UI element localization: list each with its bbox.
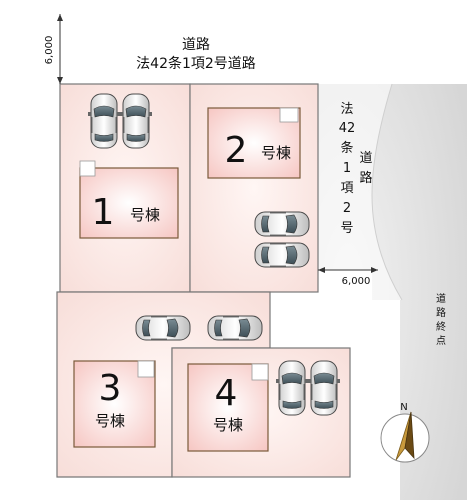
car-2b — [254, 242, 310, 268]
svg-text:号棟: 号棟 — [130, 206, 160, 224]
svg-text:道: 道 — [436, 292, 446, 305]
svg-text:4: 4 — [215, 373, 238, 414]
road-end-label: 道 路 終 点 — [436, 292, 446, 347]
svg-text:項: 項 — [340, 181, 353, 196]
east-road-width-label: 6,000 — [342, 276, 371, 287]
car-1b — [119, 93, 153, 149]
svg-text:2: 2 — [343, 201, 351, 216]
svg-text:路: 路 — [436, 306, 446, 319]
house-4-label: 4 号棟 — [213, 373, 243, 434]
car-1a — [87, 93, 121, 149]
svg-text:42: 42 — [339, 121, 356, 136]
svg-text:2: 2 — [225, 130, 248, 171]
east-road-dimension: 6,000 — [318, 267, 378, 287]
east-road-title-text: 道 路 — [359, 151, 372, 186]
car-2a — [254, 211, 310, 237]
compass-north-label: N — [400, 402, 407, 413]
svg-text:1: 1 — [92, 192, 115, 233]
svg-text:号棟: 号棟 — [261, 144, 291, 162]
house-2-marker — [279, 107, 299, 123]
north-road-width-label: 6,000 — [44, 36, 55, 65]
house-2-label: 2 号棟 — [225, 130, 291, 171]
svg-text:号棟: 号棟 — [213, 416, 243, 434]
svg-text:条: 条 — [340, 140, 353, 156]
north-road — [0, 0, 467, 84]
east-road-type-text: 法 42 条 1 項 2 号 — [339, 102, 356, 236]
car-3b — [207, 315, 263, 341]
svg-text:道: 道 — [359, 151, 372, 166]
car-3a — [135, 315, 191, 341]
svg-text:路: 路 — [359, 170, 372, 186]
house-4-marker — [251, 363, 269, 381]
north-road-title: 道路 — [182, 37, 210, 53]
svg-text:号: 号 — [340, 221, 353, 236]
car-4a — [275, 360, 309, 416]
svg-text:終: 終 — [436, 320, 446, 333]
svg-text:1: 1 — [343, 161, 351, 176]
house-1-label: 1 号棟 — [92, 192, 160, 233]
north-road-dimension: 6,000 — [44, 14, 63, 84]
house-3-label: 3 号棟 — [95, 368, 125, 430]
car-4b — [307, 360, 341, 416]
svg-text:3: 3 — [99, 368, 122, 409]
svg-text:号棟: 号棟 — [95, 412, 125, 430]
svg-text:法: 法 — [340, 102, 353, 117]
house-1 — [79, 167, 179, 239]
north-compass-icon: N — [380, 402, 430, 463]
house-3-marker — [137, 360, 155, 378]
house-1-marker — [79, 160, 96, 177]
svg-text:点: 点 — [436, 335, 446, 347]
north-road-type: 法42条1項2号道路 — [136, 55, 256, 72]
